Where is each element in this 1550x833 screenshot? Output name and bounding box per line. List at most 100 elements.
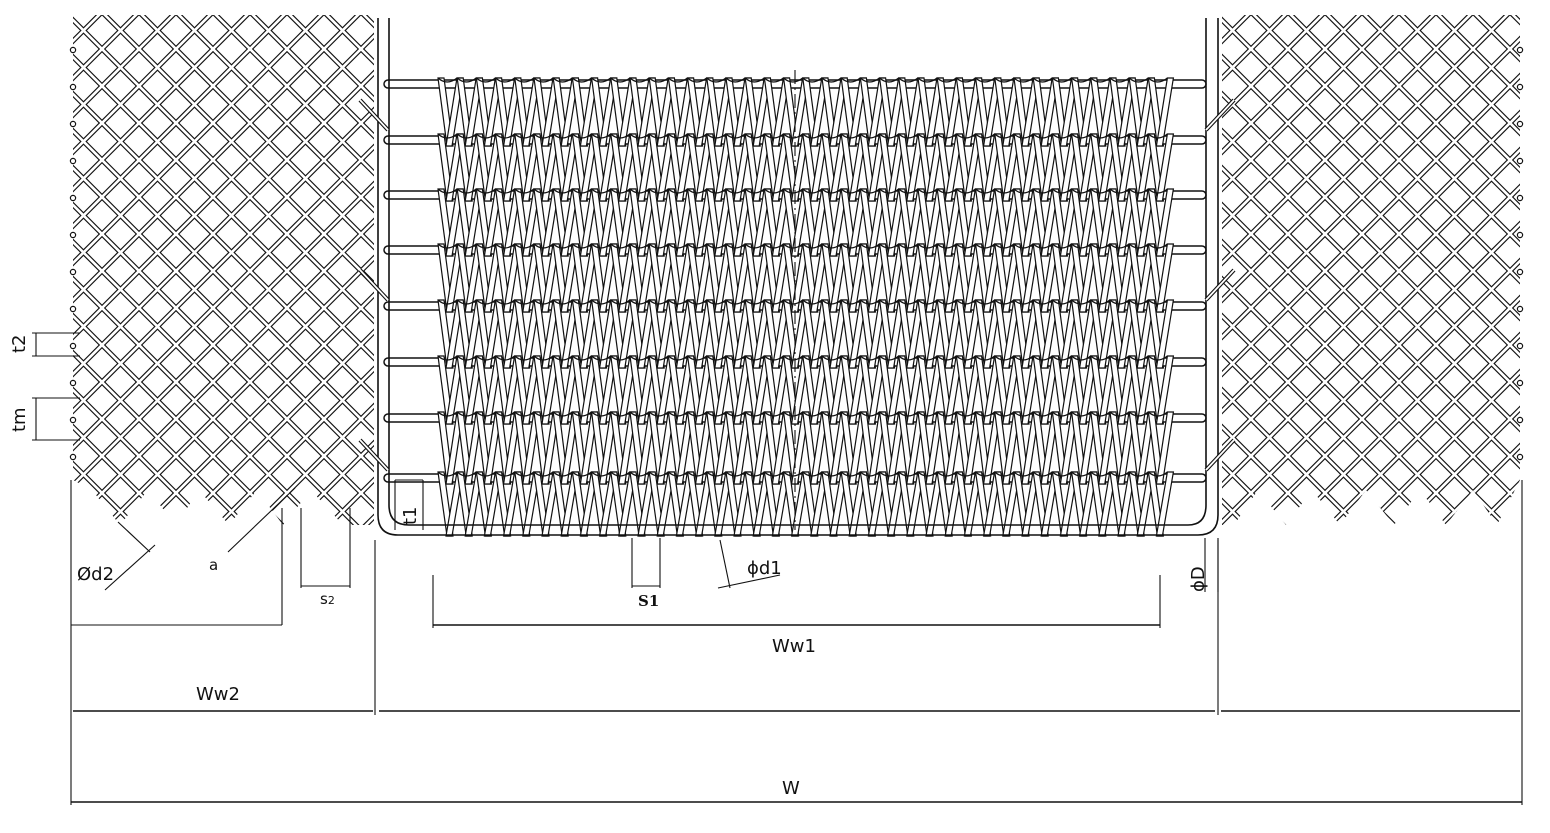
spiral-bend [879,299,899,305]
spiral-bend [572,188,592,194]
spiral-bend [802,471,823,477]
mesh-wire [1222,15,1520,525]
spiral-bend [1032,299,1053,305]
tm-label: tm [9,407,30,432]
spiral-bend [821,411,842,417]
mesh-wire [1222,15,1520,525]
spiral-bend [610,299,631,305]
mesh-edge-loop [1516,379,1524,387]
spiral-bend [879,355,899,361]
spiral-bend [1052,471,1072,477]
spiral-bend [533,411,554,417]
mesh-wire [0,0,70,575]
spiral-bend [1032,133,1053,139]
mesh-edge-loop [69,342,77,350]
mesh-wire [1395,15,1520,525]
spiral-bend [994,411,1015,417]
mesh-wire [1222,15,1520,525]
mesh-wire [1222,15,1520,525]
spiral-bend [840,411,861,417]
spiral-bend [495,299,515,305]
spiral-bend [1148,355,1168,361]
spiral-bend [802,188,823,194]
spiral-bend [1148,188,1168,194]
mesh-wire [73,15,374,525]
spiral-bend [533,299,554,305]
spiral-bend [668,299,688,305]
spiral-bend [1090,77,1111,83]
spiral-bend [1148,411,1168,417]
spiral-bend [783,188,803,194]
spiral-bend [783,77,803,83]
spiral-bend [514,411,535,417]
spiral-bend [1032,355,1053,361]
mesh-wire [73,15,374,525]
spiral-bend [706,355,727,361]
spiral-bend [1109,77,1130,83]
mesh-wire [1222,15,1520,525]
mesh-wire [0,0,68,575]
spiral-bend [783,133,803,139]
spiral-bend [744,355,765,361]
mesh-wire [201,15,374,525]
spiral-bend [917,133,938,139]
spiral-bend [802,411,823,417]
spiral-bend [1032,77,1053,83]
spiral-bend [936,299,957,305]
spiral-bend [1128,471,1149,477]
mesh-wire [178,15,374,525]
mesh-edge-loop [1516,157,1524,165]
mesh-wire [1222,15,1374,525]
spiral-bend [1109,411,1130,417]
dimension-labels: t2 tm Ød2 a s2 t1 S1 ϕd1 ϕD Ww1 Ww2 W [9,334,1209,799]
spiral-bend [572,243,592,249]
spiral-bend [1052,188,1072,194]
spiral-bend [591,299,611,305]
mesh-edge-loop [1516,416,1524,424]
spiral-bend [744,299,765,305]
spiral-bend [572,411,592,417]
spiral-bend [821,471,842,477]
mesh-wire [73,15,108,525]
spiral-bend [994,133,1015,139]
mesh-edge-loop [1516,305,1524,313]
spiral-bend [591,471,611,477]
spiral-bend [629,355,650,361]
spiral-bend [840,243,861,249]
spiral-bend [610,188,631,194]
mesh-wire [1222,15,1520,525]
spiral-bend [648,411,669,417]
spiral-bend [706,243,727,249]
spiral-bend [668,243,688,249]
spiral-bend [898,411,919,417]
spiral-bend [514,243,535,249]
s2-main: s [320,590,328,608]
mesh-wire [73,15,374,525]
mesh-wire [209,15,374,525]
spiral-bend [552,471,573,477]
mesh-wire [73,15,285,525]
spiral-bend [917,188,938,194]
spiral-bend [648,133,669,139]
spiral-bend [879,471,899,477]
spiral-bend [437,471,458,477]
mesh-wire [238,15,374,525]
spiral-bend [994,77,1015,83]
mesh-wire [1222,15,1520,525]
mesh-wire [1284,15,1520,525]
spiral-bend [572,133,592,139]
mesh-wire [73,15,77,525]
spiral-bend [668,77,688,83]
mesh-wire [1222,15,1520,525]
mesh-wire [73,15,374,525]
spiral-bend [437,411,458,417]
mesh-wire [1247,15,1520,525]
s2-label: s2 [320,590,335,608]
t2-label: t2 [9,334,30,353]
spiral-bend [840,471,861,477]
spiral-bend [495,77,515,83]
spiral-bend [456,243,477,249]
spiral-bend [495,133,515,139]
spiral-bend [936,77,957,83]
